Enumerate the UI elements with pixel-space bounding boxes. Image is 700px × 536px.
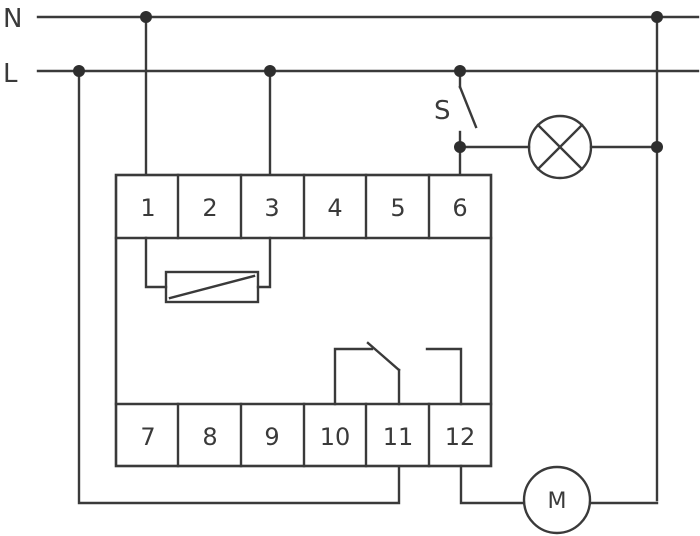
terminal-6-label: 6 — [452, 194, 467, 222]
relay-contact-icon — [333, 341, 463, 406]
motor-icon — [522, 465, 592, 535]
motor-label: M — [548, 489, 567, 514]
terminal-9-label: 9 — [264, 423, 279, 451]
terminal-3-label: 3 — [264, 194, 279, 222]
terminal-11-label: 11 — [383, 423, 414, 451]
bottom-terminal-dividers — [176, 402, 431, 468]
terminal-1-label: 1 — [140, 194, 155, 222]
terminal-8-label: 8 — [202, 423, 217, 451]
terminal-12-label: 12 — [445, 423, 476, 451]
switch-blade — [458, 85, 478, 129]
terminal-2-label: 2 — [202, 194, 217, 222]
coil-lead-left — [144, 236, 168, 289]
terminal-4-label: 4 — [327, 194, 342, 222]
terminal-10-label: 10 — [320, 423, 351, 451]
top-terminal-dividers — [176, 173, 431, 240]
coil-lead-right — [256, 236, 272, 289]
terminal-7-label: 7 — [140, 423, 155, 451]
wire-live-t11 — [77, 69, 401, 505]
relay-coil-icon — [164, 270, 260, 304]
lamp-icon — [527, 114, 593, 180]
junction-dots — [73, 11, 663, 153]
switch-label: S — [434, 96, 451, 126]
wire-t12-motor — [459, 464, 525, 505]
neutral-label: N — [3, 4, 22, 34]
terminal-5-label: 5 — [390, 194, 405, 222]
live-label: L — [3, 59, 18, 89]
